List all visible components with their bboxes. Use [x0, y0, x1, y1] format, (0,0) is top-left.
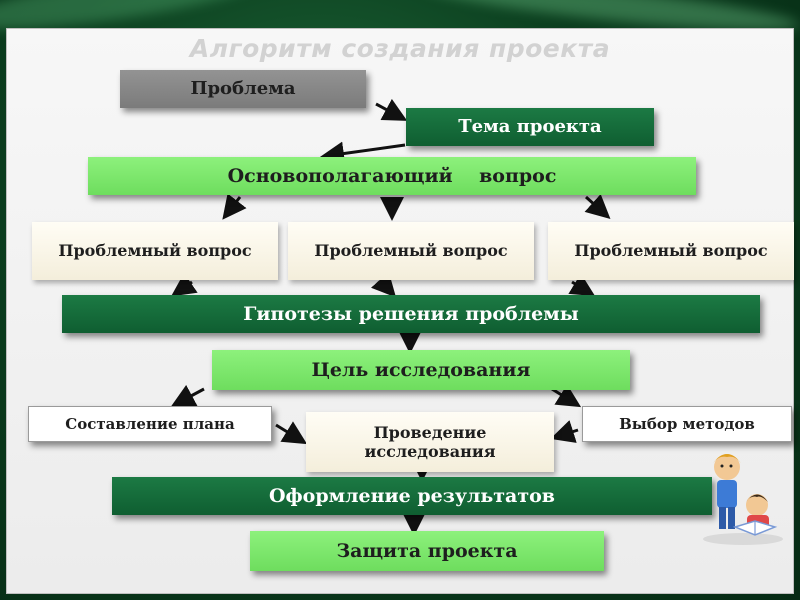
- results-box: Оформление результатов: [112, 477, 712, 515]
- arrow-question-to-pq1: [222, 193, 247, 220]
- topic-box: Тема проекта: [406, 108, 654, 146]
- slide-title: Алгоритм создания проекта: [189, 34, 611, 63]
- arrow-pq3-to-hyp: [568, 273, 596, 297]
- arrow-goal-to-methods: [551, 384, 582, 408]
- plan-box: Составление плана: [28, 406, 272, 442]
- arrow-plan-to-research: [275, 421, 308, 445]
- research-goal-box: Цель исследования: [212, 350, 630, 390]
- fundamental-question-box: Основополагающий вопрос: [88, 157, 696, 195]
- methods-box: Выбор методов: [582, 406, 792, 442]
- problem-question-box-3: Проблемный вопрос: [548, 222, 794, 280]
- arrow-topic-to-question: [320, 141, 406, 166]
- problem-question-box-1: Проблемный вопрос: [32, 222, 278, 280]
- problem-box: Проблема: [120, 70, 366, 108]
- problem-question-box-2: Проблемный вопрос: [288, 222, 534, 280]
- arrow-question-to-pq3: [584, 194, 611, 220]
- arrow-goal-to-plan: [170, 384, 205, 407]
- children-reading-icon: [703, 454, 783, 545]
- arrow-pq1-to-hyp: [171, 272, 198, 297]
- arrow-pq2-to-hyp: [371, 271, 397, 298]
- defense-box: Защита проекта: [250, 531, 604, 571]
- arrow-methods-to-research: [550, 420, 579, 443]
- hypotheses-box: Гипотезы решения проблемы: [62, 295, 760, 333]
- conducting-research-box: Проведение исследования: [306, 412, 554, 472]
- arrow-problem-to-topic: [375, 98, 408, 121]
